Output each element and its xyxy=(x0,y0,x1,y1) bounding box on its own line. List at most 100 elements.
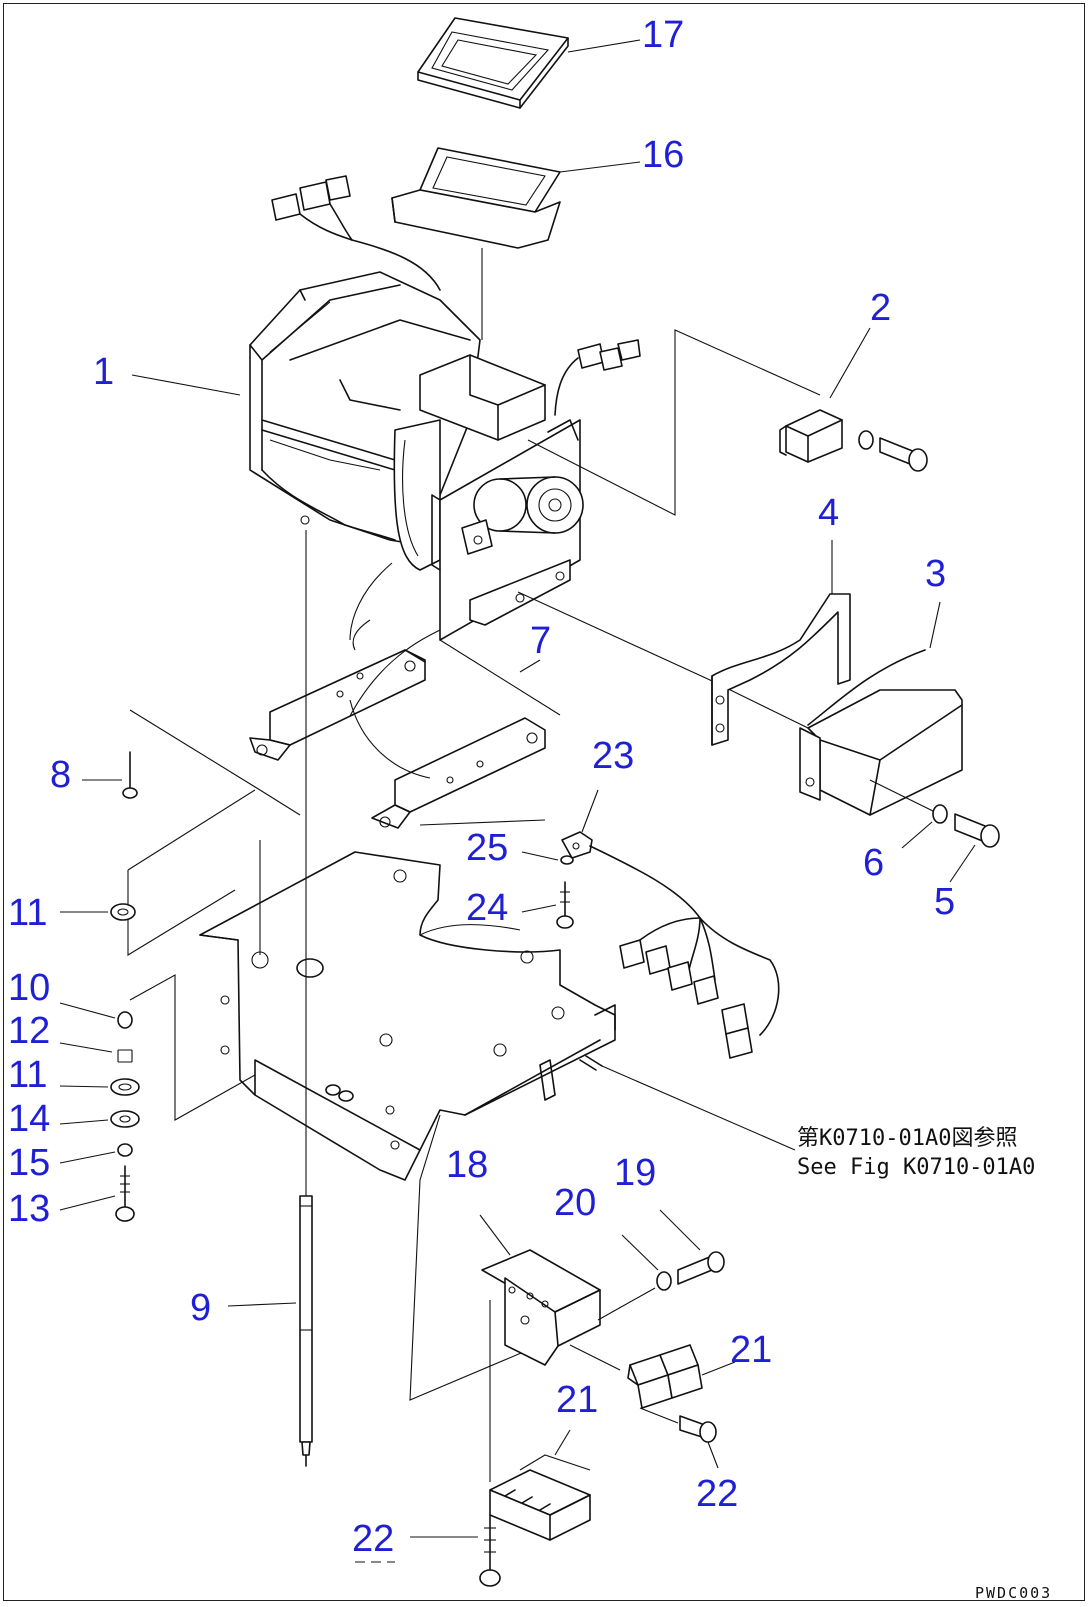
callout-1: 1 xyxy=(93,351,114,393)
part-24-bolt xyxy=(556,881,574,929)
assembly-line-18 xyxy=(409,1114,541,1401)
reference-note-jp: 第K0710-01A0図参照 xyxy=(797,1126,1017,1151)
part-5-bolt xyxy=(954,813,1000,848)
bracket-outline-7b xyxy=(349,629,441,717)
part-13-bolt xyxy=(115,1165,135,1222)
part-10-cap xyxy=(117,1011,133,1029)
part-9-rod xyxy=(299,530,313,1467)
assembly-line-3 xyxy=(517,591,809,729)
reference-note-en: See Fig K0710-01A0 xyxy=(797,1155,1035,1180)
assembly-line-22b xyxy=(639,1407,679,1424)
callout-7: 7 xyxy=(530,620,551,662)
part-2-resistor xyxy=(779,409,928,472)
part-18-relay-bracket xyxy=(481,1249,601,1366)
leader-23 xyxy=(581,789,599,833)
leader-9 xyxy=(227,1302,297,1307)
callout-24: 24 xyxy=(466,887,508,929)
leader-25 xyxy=(521,851,559,861)
leader-reference xyxy=(601,1065,796,1151)
part-22-bolt-bottom xyxy=(479,1514,501,1587)
callout-10: 10 xyxy=(8,967,50,1009)
part-21-relay-right xyxy=(627,1344,703,1409)
part-15-lock-washer xyxy=(117,1143,133,1157)
callout-19: 19 xyxy=(614,1152,656,1194)
part-21-relay-bottom xyxy=(489,1454,591,1541)
assembly-line-21 xyxy=(569,1344,621,1371)
part-22-screw-right xyxy=(679,1415,717,1443)
part-23-clip xyxy=(561,831,593,859)
harness-connector-top xyxy=(271,175,441,291)
assembly-line-2 xyxy=(527,329,821,516)
callout-16: 16 xyxy=(642,134,684,176)
callout-12: 12 xyxy=(8,1010,50,1052)
callout-13: 13 xyxy=(8,1188,50,1230)
part-3-cover xyxy=(799,649,963,816)
leader-11b xyxy=(59,1085,109,1088)
harness-connector-blower xyxy=(554,339,641,416)
part-7-bracket-upper xyxy=(249,649,426,761)
assembly-line-19 xyxy=(597,1287,656,1321)
callout-23: 23 xyxy=(592,735,634,777)
part-8-screw xyxy=(122,751,138,799)
callout-20: 20 xyxy=(554,1182,596,1224)
leader-20 xyxy=(621,1234,659,1271)
leader-24 xyxy=(521,904,557,913)
leader-21a xyxy=(701,1361,736,1376)
part-6-washer xyxy=(932,804,948,824)
assembly-line-5 xyxy=(869,779,936,813)
callout-22-right: 22 xyxy=(696,1473,738,1515)
leader-21b xyxy=(554,1429,571,1456)
part-11-washer-lower xyxy=(110,1078,140,1096)
assembly-line-23 xyxy=(419,819,546,826)
callout-15: 15 xyxy=(8,1142,50,1184)
leader-5 xyxy=(949,844,976,883)
leader-7 xyxy=(519,659,541,673)
leader-17 xyxy=(567,39,641,53)
leader-13 xyxy=(59,1195,116,1211)
assembly-line-7 xyxy=(349,562,393,641)
leader-19 xyxy=(659,1209,701,1251)
leader-12 xyxy=(59,1042,113,1053)
callout-25: 25 xyxy=(466,827,508,869)
part-19-bolt xyxy=(677,1251,725,1285)
callout-8: 8 xyxy=(50,754,71,796)
leader-1 xyxy=(131,374,241,396)
callout-17: 17 xyxy=(642,14,684,56)
assembly-line-11a xyxy=(127,789,256,956)
part-1-blower-housing xyxy=(393,354,584,641)
harness-floor-path xyxy=(419,924,521,936)
callout-3: 3 xyxy=(925,553,946,595)
callout-11-lower: 11 xyxy=(8,1054,47,1096)
callout-6: 6 xyxy=(863,842,884,884)
leader-14 xyxy=(59,1119,109,1125)
part-12-bushing xyxy=(117,1049,133,1063)
wiring-harness-floor xyxy=(589,845,780,1059)
leader-15 xyxy=(59,1151,116,1164)
assembly-line-8 xyxy=(129,709,301,816)
leader-2 xyxy=(829,327,871,399)
part-16-filter-housing xyxy=(391,147,561,249)
part-7-bracket-lower xyxy=(371,717,546,829)
bracket-outline-7 xyxy=(349,619,561,779)
drawing-code: PWDC003 xyxy=(975,1584,1052,1602)
callout-9: 9 xyxy=(190,1287,211,1329)
callout-21-bottom: 21 xyxy=(556,1379,598,1421)
callout-18: 18 xyxy=(446,1144,488,1186)
floor-base-plate xyxy=(199,851,616,1181)
ref-connector xyxy=(579,1055,603,1071)
leader-18 xyxy=(479,1214,511,1256)
leader-6 xyxy=(901,821,933,849)
part-20-washer xyxy=(656,1271,672,1291)
callout-14: 14 xyxy=(8,1098,50,1140)
leader-3 xyxy=(929,601,941,649)
callout-2: 2 xyxy=(870,287,891,329)
callout-22-bottom: 22 xyxy=(352,1518,394,1560)
part-25-washer xyxy=(560,855,574,865)
assembly-line-10 xyxy=(129,974,256,1121)
part-14-washer xyxy=(110,1110,140,1128)
leader-22b xyxy=(707,1441,719,1469)
callout-5: 5 xyxy=(934,881,955,923)
leader-16 xyxy=(559,161,641,173)
